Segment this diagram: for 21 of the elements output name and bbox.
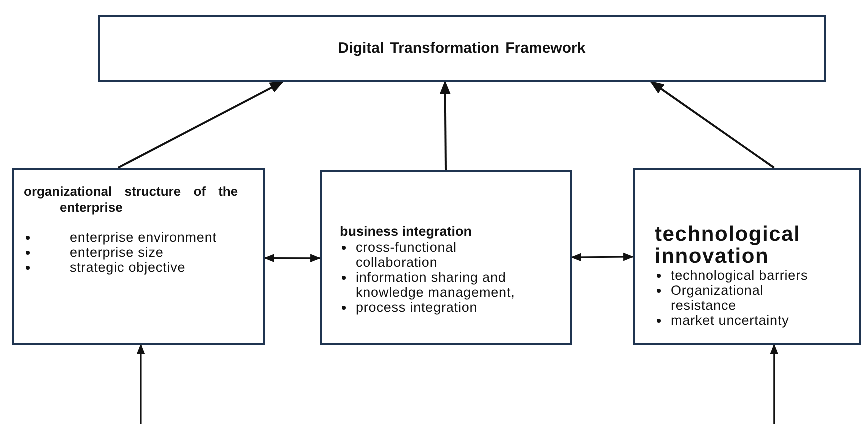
title-box [98, 15, 826, 82]
arrow [770, 344, 779, 424]
arrow [650, 81, 775, 169]
bullet-text: strategic objective [70, 260, 187, 275]
arrow [118, 81, 284, 169]
bullet-text: enterprise environment [70, 230, 218, 245]
bullet-text: market uncertainty [671, 313, 790, 328]
concept-box [12, 168, 265, 345]
concept-box [320, 170, 572, 345]
arrow [570, 252, 634, 262]
box-heading: organizational structure of the enterprise [24, 184, 240, 216]
box-heading: Digital Transformation Framework [337, 40, 587, 56]
bullet-text: process integration [356, 300, 479, 315]
arrow [264, 254, 322, 263]
box-heading: technological innovation [655, 224, 802, 268]
bullet-text: enterprise size [70, 245, 165, 260]
arrow [136, 344, 146, 424]
arrow [440, 80, 451, 170]
box-heading: business integration [340, 224, 474, 240]
concept-box [633, 168, 861, 345]
bullet-text: technological barriers [671, 268, 809, 283]
